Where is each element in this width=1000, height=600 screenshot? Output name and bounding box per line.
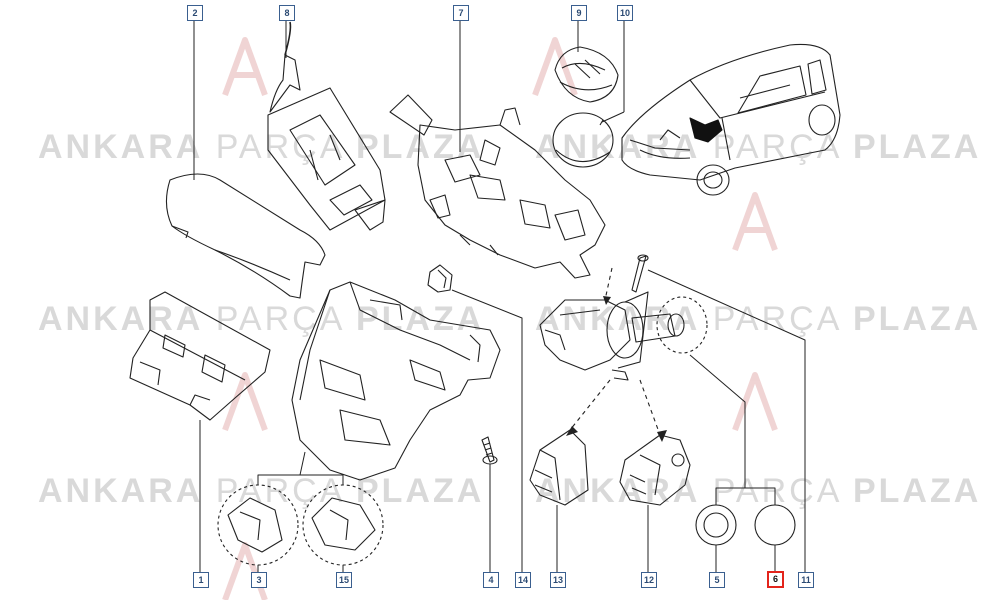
callout-11: 11 xyxy=(798,572,814,588)
callout-12: 12 xyxy=(641,572,657,588)
lower-shroud xyxy=(291,281,501,481)
callout-5: 5 xyxy=(709,572,725,588)
detail-circle-15 xyxy=(302,484,384,566)
ignition-switch-assembly xyxy=(539,291,708,381)
part-11-screw xyxy=(631,254,649,293)
leader-lines xyxy=(193,20,806,572)
part-6-cap xyxy=(754,504,796,546)
part-10-cap xyxy=(552,112,614,168)
part-2-upper-shroud xyxy=(165,173,326,299)
callout-7: 7 xyxy=(453,5,469,21)
watermark: ANKARA PARÇA PLAZA xyxy=(535,300,982,338)
callout-4: 4 xyxy=(483,572,499,588)
part-9-key-barrel xyxy=(554,46,619,103)
part-1-lower-panel xyxy=(129,291,271,421)
callout-1: 1 xyxy=(193,572,209,588)
callout-8: 8 xyxy=(279,5,295,21)
car-illustration xyxy=(621,43,841,196)
detail-circle-3 xyxy=(217,484,299,566)
callout-15: 15 xyxy=(336,572,352,588)
part-8-switch-stalk xyxy=(267,21,386,231)
callout-13: 13 xyxy=(550,572,566,588)
part-13-module xyxy=(529,429,589,506)
callout-6-highlighted: 6 xyxy=(767,571,784,588)
part-14-clip xyxy=(427,264,453,293)
part-4-screw xyxy=(481,436,498,465)
watermark: ANKARA PARÇA PLAZA xyxy=(38,472,485,510)
part-12-module xyxy=(619,434,691,506)
callout-3: 3 xyxy=(251,572,267,588)
part-5-cap xyxy=(695,504,737,546)
callout-14: 14 xyxy=(515,572,531,588)
part-7-column-bracket xyxy=(389,94,606,279)
callout-2: 2 xyxy=(187,5,203,21)
callout-10: 10 xyxy=(617,5,633,21)
callout-9: 9 xyxy=(571,5,587,21)
assembly-dashed-lines xyxy=(569,267,661,436)
